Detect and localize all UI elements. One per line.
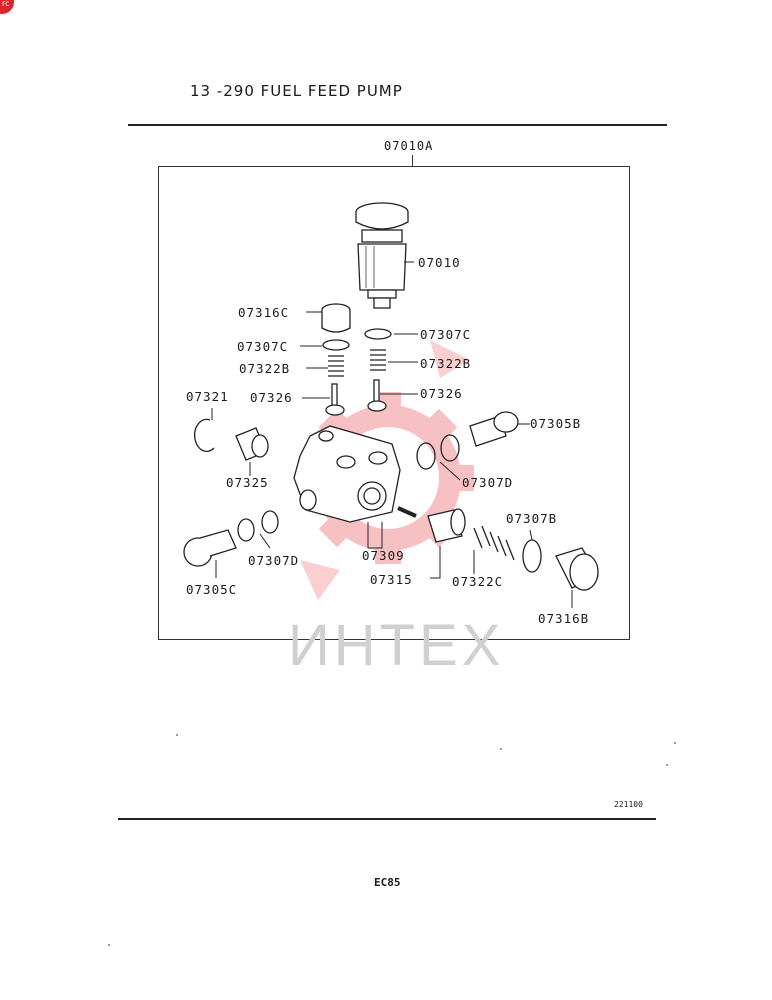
header-rule — [128, 124, 667, 126]
diagram-frame — [158, 166, 630, 640]
washer-07307d-left-b — [261, 510, 279, 534]
watermark-arrow-icon — [300, 340, 470, 600]
washer-07307c-left — [322, 339, 350, 351]
page-code: EC85 — [374, 876, 401, 889]
spring-07322c — [473, 525, 515, 561]
spring-07322b-right — [370, 349, 386, 371]
part-label-07321: 07321 — [186, 389, 229, 404]
valve-07326-left — [325, 383, 345, 416]
part-label-07307b: 07307B — [506, 511, 558, 526]
part-label-07325: 07325 — [226, 475, 269, 490]
pump-body-part — [293, 425, 401, 523]
priming-pump-part — [355, 202, 409, 309]
part-label-07316b: 07316B — [538, 611, 590, 626]
part-label-07307d-left: 07307D — [248, 553, 300, 568]
pin-07309 — [397, 506, 417, 518]
valve-07326-right — [367, 379, 387, 412]
part-label-07307d-right: 07307D — [462, 475, 514, 490]
piston-07315-part — [427, 508, 466, 543]
part-label-07315: 07315 — [370, 572, 413, 587]
washer-07307d-right-b — [440, 434, 460, 462]
washer-07307c-right — [364, 328, 392, 340]
part-label-07307c-left: 07307C — [237, 339, 289, 354]
part-label-07322b-right: 07322B — [420, 356, 472, 371]
assembly-leader — [412, 155, 413, 167]
assembly-label: 07010A — [384, 139, 434, 153]
page-title: 13 -290 FUEL FEED PUMP — [190, 82, 403, 100]
part-label-07309: 07309 — [362, 548, 405, 563]
plug-07316b-part — [555, 547, 599, 591]
leader-lines — [211, 261, 573, 608]
washer-07307b — [522, 539, 542, 573]
part-label-07326-left: 07326 — [250, 390, 293, 405]
spring-07322b-left — [328, 355, 344, 377]
snap-ring-07321 — [193, 418, 215, 452]
part-label-07305b: 07305B — [530, 416, 582, 431]
washer-07307d-left-a — [237, 518, 255, 542]
plug-07316c-part — [321, 303, 351, 333]
watermark-text: ИНТЕХ — [288, 613, 505, 678]
banjo-bolt-07305c — [183, 529, 237, 567]
cup-07325-part — [235, 427, 269, 461]
part-label-07326-right: 07326 — [420, 386, 463, 401]
part-label-07010: 07010 — [418, 255, 461, 270]
part-label-07322c: 07322C — [452, 574, 504, 589]
part-label-07305c: 07305C — [186, 582, 238, 597]
drawing-ref-code: 221100 — [614, 800, 643, 809]
banjo-bolt-07305b — [469, 411, 519, 447]
footer-rule — [118, 818, 656, 820]
part-label-07322b-left: 07322B — [239, 361, 291, 376]
washer-07307d-right-a — [416, 442, 436, 470]
part-label-07307c-right: 07307C — [420, 327, 472, 342]
part-label-07316c: 07316C — [238, 305, 290, 320]
